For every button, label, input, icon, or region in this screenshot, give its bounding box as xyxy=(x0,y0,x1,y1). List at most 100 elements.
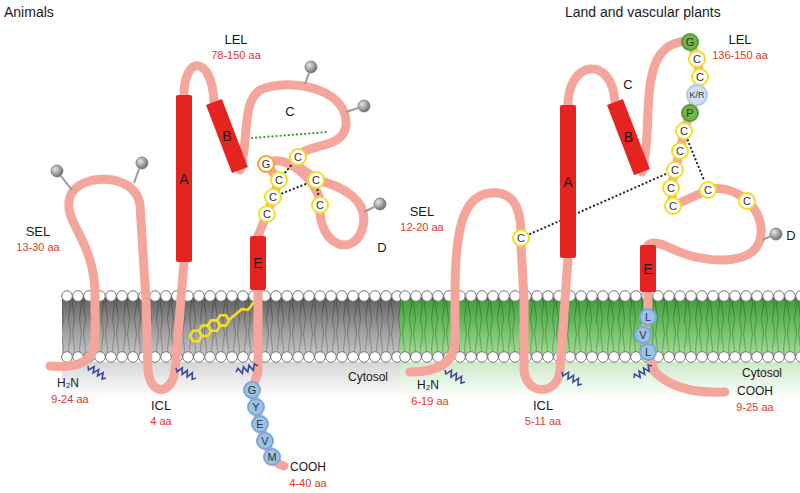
disulfide-bond xyxy=(285,165,291,173)
glycan xyxy=(374,198,386,210)
region-name: C xyxy=(623,78,632,93)
loop-name: SEL xyxy=(410,205,435,220)
residue-letter: A xyxy=(179,172,188,186)
protein-backbone xyxy=(50,42,761,466)
residue-letter: C xyxy=(275,175,283,186)
glycan-stick xyxy=(364,207,374,212)
lipid-tails xyxy=(62,296,400,357)
residue-circle: C xyxy=(675,122,693,140)
residue-letter: C xyxy=(680,126,688,137)
residue-letter: C xyxy=(312,175,320,186)
cytosol-band xyxy=(62,362,400,398)
glycan-stick xyxy=(346,108,358,112)
residue-letter: C xyxy=(696,72,704,83)
residue-letter: E xyxy=(253,256,262,270)
residue-circle: C xyxy=(662,179,680,197)
residue-circle: C xyxy=(664,197,682,215)
palmitoylation xyxy=(88,366,106,379)
residue-letter: B xyxy=(222,129,231,143)
residue-circle: K/R xyxy=(686,84,708,106)
residue-letter: G xyxy=(248,385,257,396)
loop-name: ICL xyxy=(533,399,553,414)
residue-circle: L xyxy=(639,308,657,326)
residue-letter: C xyxy=(693,54,701,65)
residue-letter: C xyxy=(671,165,679,176)
residue-letter: K/R xyxy=(689,91,704,100)
length-range: 9-24 aa xyxy=(51,393,88,406)
glycan-stick xyxy=(61,176,72,190)
residue-circle: C xyxy=(738,192,756,210)
disulfide-bond xyxy=(316,190,319,195)
residue-letter: C xyxy=(517,233,525,244)
residue-letter: C xyxy=(704,185,712,196)
region-name: D xyxy=(377,241,386,256)
glycan xyxy=(51,165,63,177)
lipid-heads xyxy=(400,291,800,302)
loop-name: LEL xyxy=(224,33,247,48)
palmitoylation xyxy=(176,368,196,380)
disulfide-bond xyxy=(530,174,666,234)
residue-circle: C xyxy=(512,229,530,247)
length-range: 6-19 aa xyxy=(411,395,448,408)
residue-circle: P xyxy=(681,104,699,122)
length-range: 136-150 aa xyxy=(712,49,768,62)
helix-bar: E xyxy=(250,236,266,290)
residue-letter: G xyxy=(686,37,695,48)
compartment-label: Cytosol xyxy=(348,371,388,385)
residue-letter: E xyxy=(643,262,652,276)
residue-circle: C xyxy=(307,171,325,189)
residue-letter: L xyxy=(645,347,651,358)
residue-letter: B xyxy=(624,130,633,144)
helix-bar: E xyxy=(640,245,656,292)
residue-circle: C xyxy=(270,171,288,189)
residue-circle: E xyxy=(251,415,269,433)
residue-letter: L xyxy=(645,312,651,323)
cytosol-band xyxy=(400,362,800,398)
residue-circle: C xyxy=(666,161,684,179)
residue-letter: G xyxy=(262,159,271,170)
length-range: 12-20 aa xyxy=(400,221,443,234)
disulfide-bond xyxy=(688,140,704,180)
residue-circle: C xyxy=(311,196,329,214)
helix-bar: B xyxy=(607,99,650,175)
lipid-heads xyxy=(62,352,403,363)
residue-letter: C xyxy=(669,201,677,212)
glycan-stick xyxy=(305,73,309,84)
residue-circle: L xyxy=(639,343,657,361)
interaction-line xyxy=(252,132,328,138)
panel-title: Land and vascular plants xyxy=(565,4,721,20)
residue-letter: V xyxy=(261,436,268,447)
length-range: 4-40 aa xyxy=(289,477,326,490)
residue-circle: G xyxy=(257,155,275,173)
glycan xyxy=(136,157,148,169)
residue-circle: C xyxy=(699,181,717,199)
helix-bar: A xyxy=(560,105,576,258)
length-range: 78-150 aa xyxy=(211,49,261,62)
loop-name: ICL xyxy=(151,399,171,414)
residue-circle: G xyxy=(681,33,699,51)
residue-letter: M xyxy=(267,452,276,463)
glycan-stick xyxy=(134,169,139,183)
cholesterol-tail xyxy=(229,302,254,320)
residue-circle: M xyxy=(263,448,281,466)
residue-letter: Y xyxy=(252,402,259,413)
loop-name: SEL xyxy=(26,225,51,240)
residue-letter: E xyxy=(256,419,263,430)
glycan xyxy=(770,228,782,240)
length-range: 9-25 aa xyxy=(736,401,773,414)
membrane-core xyxy=(400,296,800,357)
residue-circle: C xyxy=(671,142,689,160)
palmitoylation xyxy=(236,364,258,374)
terminus-label: H₂N xyxy=(57,377,79,391)
panel-title: Animals xyxy=(4,4,54,20)
lipid-heads xyxy=(400,352,800,363)
residue-letter: C xyxy=(316,200,324,211)
lipid-heads xyxy=(62,291,403,302)
region-name: D xyxy=(786,229,795,244)
residue-circle: C xyxy=(258,205,276,223)
terminus-label: COOH xyxy=(290,461,326,475)
residue-circle: V xyxy=(634,326,652,344)
